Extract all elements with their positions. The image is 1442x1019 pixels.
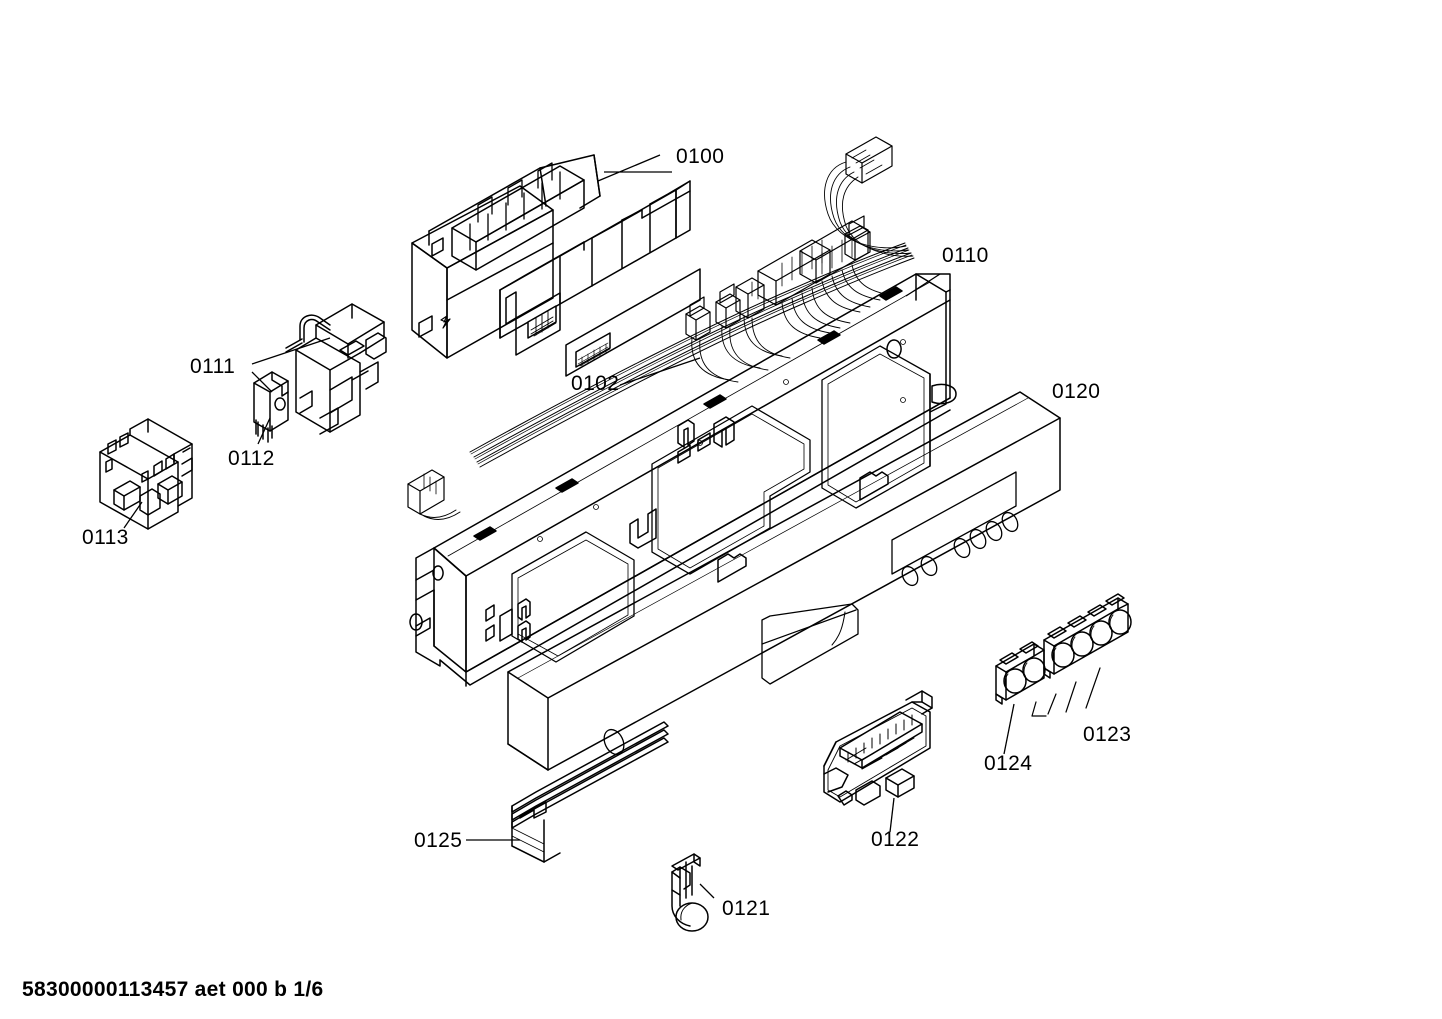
part-label-0120: 0120: [1052, 380, 1100, 403]
part-label-0121: 0121: [722, 897, 770, 920]
part-0125-sealing-gasket-strip: [511, 721, 669, 863]
part-0113-door-interlock-switch: [99, 418, 193, 530]
part-label-0122: 0122: [871, 828, 919, 851]
part-0110-control-panel-chassis: [409, 273, 957, 687]
leader-0111b: [251, 371, 273, 393]
part-0122-display-light-guide: [823, 690, 933, 806]
part-label-0123: 0123: [1083, 723, 1131, 746]
leader-0113: [123, 501, 143, 529]
leader-0121: [699, 883, 715, 899]
part-0121-latch-lever-knob: [671, 853, 709, 932]
part-label-0124: 0124: [984, 752, 1032, 775]
part-0124-button-strip-two: [995, 641, 1046, 705]
part-label-0125: 0125: [414, 829, 462, 852]
part-0100-program-selector-module: [411, 154, 691, 359]
leader-0124: [1003, 703, 1015, 755]
leader-0100: [597, 154, 672, 182]
part-labels: 0100 0102 0110 0111 0112 0113 0120 0121 …: [82, 145, 1131, 920]
part-label-0111: 0111: [190, 355, 235, 378]
leader-bracket-0123: [1031, 667, 1101, 717]
leader-0112: [257, 417, 271, 445]
leader-0102: [619, 357, 701, 386]
leader-lines: [123, 154, 1015, 899]
part-0123-button-strip-four: [1043, 593, 1132, 679]
part-label-0102: 0102: [571, 372, 619, 395]
part-0111-door-lock-assembly: [285, 303, 387, 435]
part-0102-label-strip: [565, 268, 701, 377]
part-label-0100: 0100: [676, 145, 724, 168]
sheet-footer-code: 58300000113457 aet 000 b 1/6: [22, 978, 324, 1001]
part-0120-fascia-panel: [507, 391, 1061, 771]
part-label-0113: 0113: [82, 526, 129, 549]
part-label-0112: 0112: [228, 447, 275, 470]
leader-0122: [889, 797, 895, 833]
leader-0111: [251, 337, 331, 365]
part-0112-micro-switch: [253, 371, 289, 443]
part-label-0110: 0110: [942, 244, 989, 267]
wiring-harness: [407, 136, 915, 520]
leader-0110: [905, 273, 941, 297]
